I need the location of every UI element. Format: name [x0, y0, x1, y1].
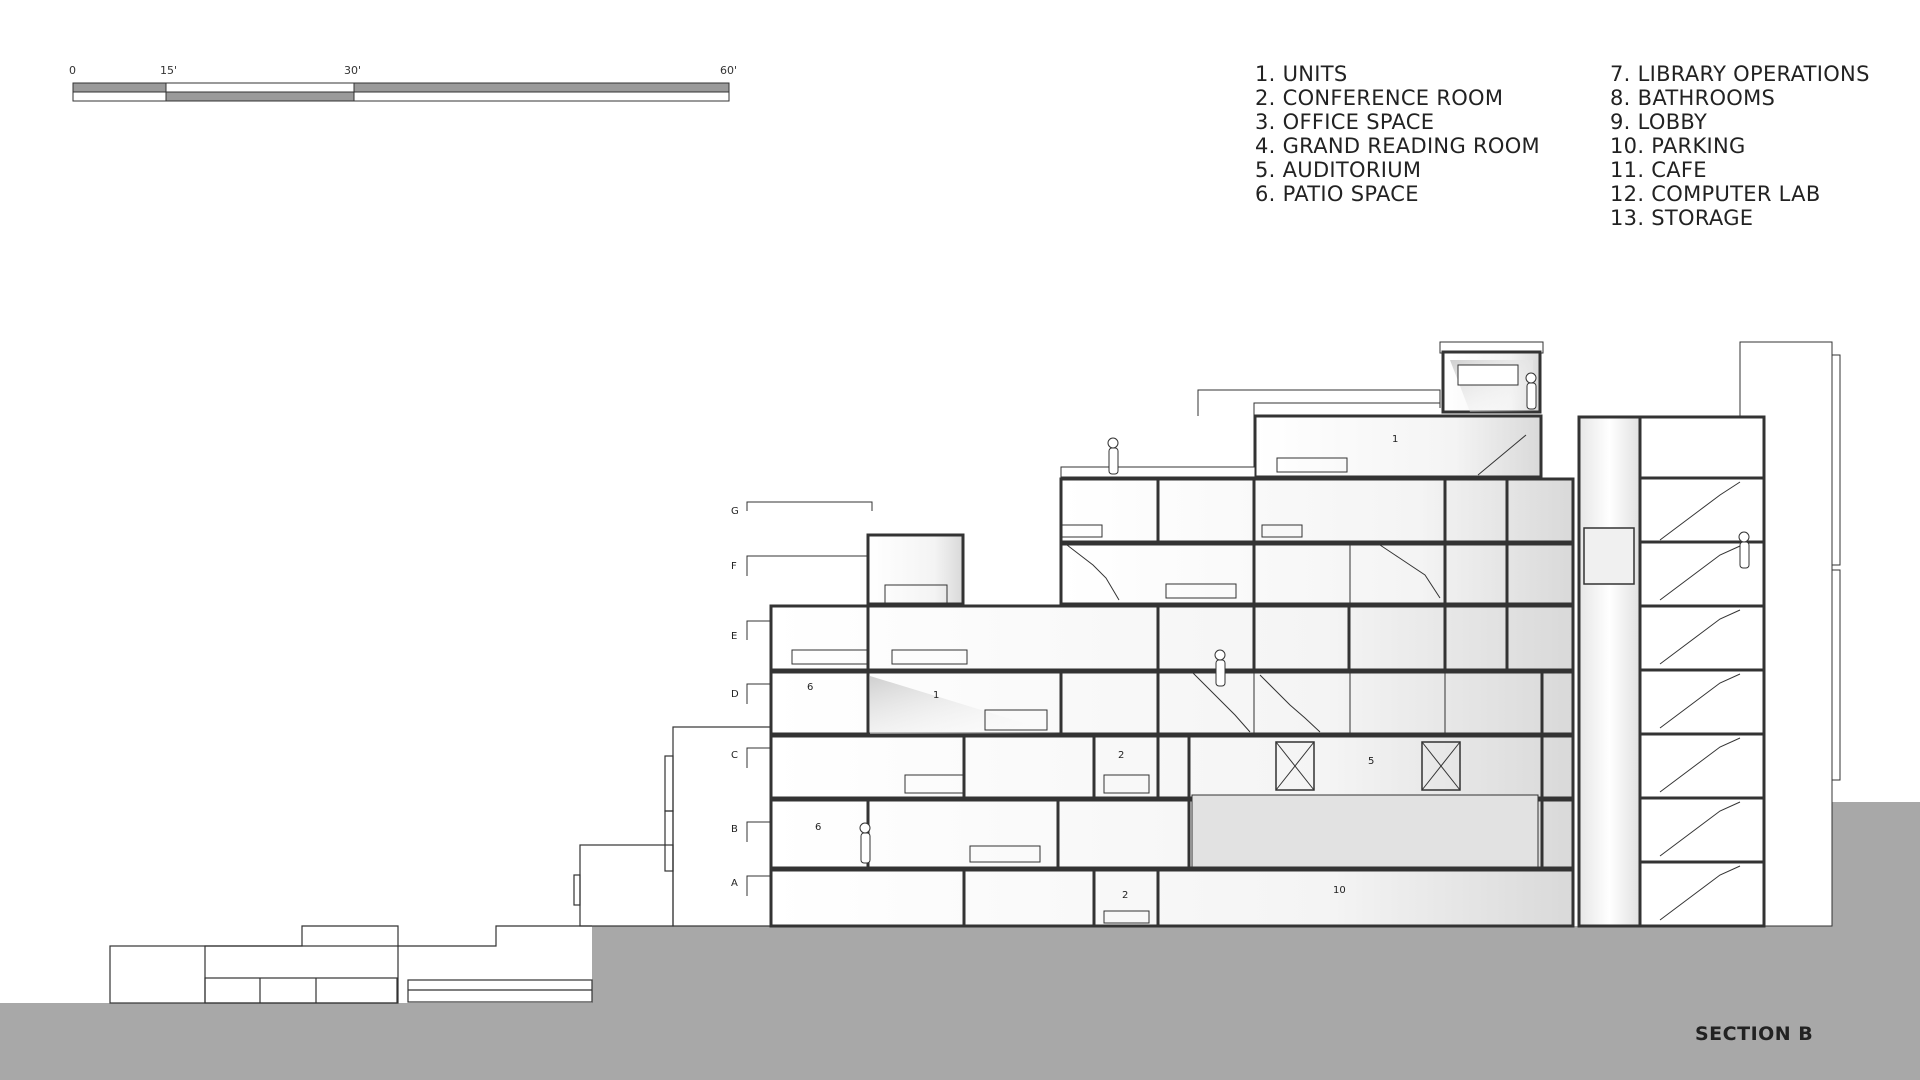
- scale-segment-3: [353, 82, 730, 93]
- scale-tick-30: 30': [344, 64, 362, 77]
- legend-item-library-operations: 7. LIBRARY OPERATIONS: [1610, 62, 1870, 86]
- legend-column-2: 7. LIBRARY OPERATIONS 8. BATHROOMS 9. LO…: [1610, 62, 1870, 230]
- room-tag-conference-c: 2: [1118, 750, 1124, 761]
- level-label-g: G: [731, 506, 739, 517]
- level-label-e: E: [731, 631, 737, 642]
- legend-column-1: 1. UNITS 2. CONFERENCE ROOM 3. OFFICE SP…: [1255, 62, 1540, 206]
- room-tag-conference-a: 2: [1122, 890, 1128, 901]
- level-label-f: F: [731, 561, 737, 572]
- level-labels: G F E D C B A: [731, 506, 739, 889]
- section-title: SECTION B: [1695, 1023, 1814, 1045]
- level-label-c: C: [731, 750, 738, 761]
- legend-item-parking: 10. PARKING: [1610, 134, 1746, 158]
- room-tags: 1 6 1 2 5 6 2 10: [807, 434, 1398, 901]
- legend-item-storage: 13. STORAGE: [1610, 206, 1754, 230]
- scale-segment-1: [72, 82, 167, 93]
- legend-item-grand-reading-room: 4. GRAND READING ROOM: [1255, 134, 1540, 158]
- ground-mass: [0, 802, 1920, 1080]
- legend-item-auditorium: 5. AUDITORIUM: [1255, 158, 1422, 182]
- furniture-hints: [791, 457, 1348, 924]
- level-label-d: D: [731, 689, 739, 700]
- room-tag-auditorium: 5: [1368, 756, 1374, 767]
- level-label-b: B: [731, 824, 738, 835]
- room-tag-parking: 10: [1333, 885, 1346, 896]
- scale-tick-0: 0: [69, 64, 76, 77]
- scale-tick-15: 15': [160, 64, 178, 77]
- room-tag-units-d: 1: [933, 690, 939, 701]
- scale-bar-bars: [72, 82, 730, 102]
- level-label-a: A: [731, 878, 738, 889]
- main-building: [769, 350, 1766, 928]
- room-tag-patio-d: 6: [807, 682, 813, 693]
- legend-item-units: 1. UNITS: [1255, 62, 1348, 86]
- room-tag-units-top: 1: [1392, 434, 1398, 445]
- legend-item-conference-room: 2. CONFERENCE ROOM: [1255, 86, 1504, 110]
- human-figures: [859, 372, 1750, 864]
- room-tag-patio-b: 6: [815, 822, 821, 833]
- legend-item-lobby: 9. LOBBY: [1610, 110, 1708, 134]
- legend-item-cafe: 11. CAFE: [1610, 158, 1707, 182]
- legend-item-patio-space: 6. PATIO SPACE: [1255, 182, 1419, 206]
- scale-tick-60: 60': [720, 64, 738, 77]
- stair-runs: [1066, 434, 1741, 921]
- scale-segment-2: [165, 91, 355, 102]
- units-top-floor: [1253, 414, 1543, 479]
- legend-item-office-space: 3. OFFICE SPACE: [1255, 110, 1435, 134]
- legend-item-computer-lab: 12. COMPUTER LAB: [1610, 182, 1821, 206]
- legend-item-bathrooms: 8. BATHROOMS: [1610, 86, 1776, 110]
- elevator-shaft: [1577, 415, 1642, 928]
